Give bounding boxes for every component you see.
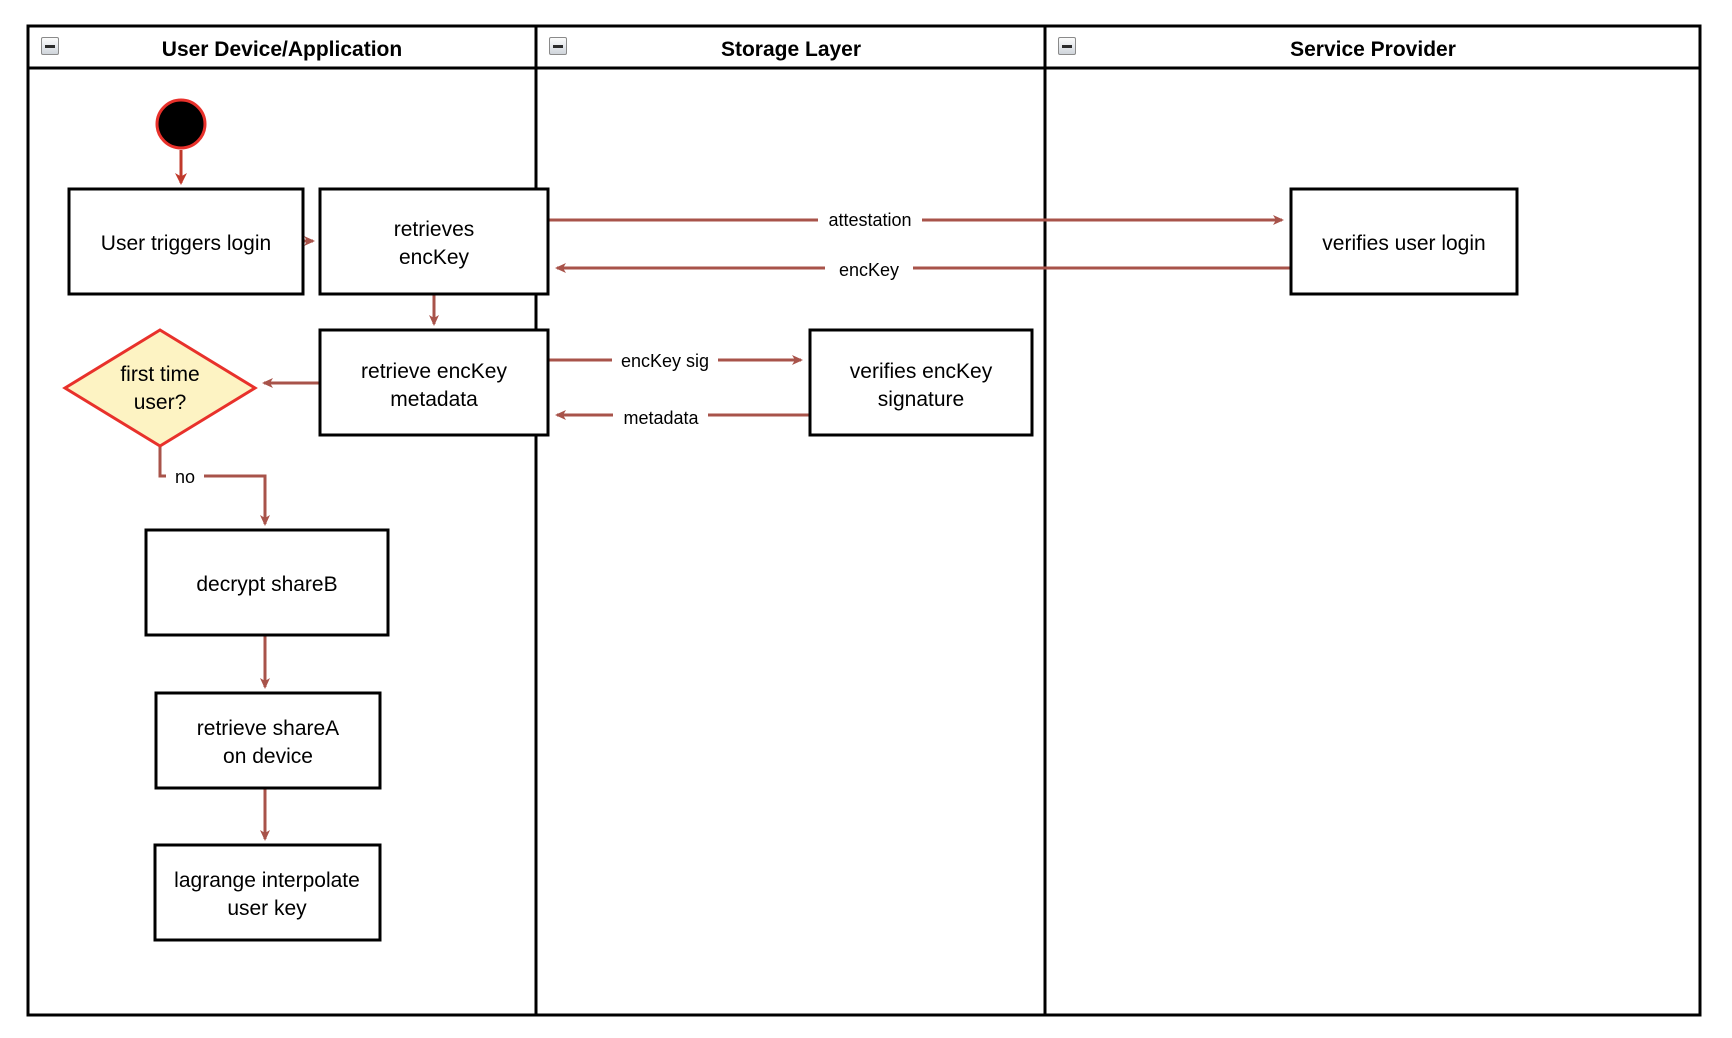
edge-label-metadata: metadata: [623, 408, 699, 428]
node-rect-verifies-enckey-signature: [808, 328, 1034, 437]
node-label-retrieve-sharea-line2: on device: [223, 745, 313, 768]
minus-glyph: [1062, 44, 1072, 48]
edge-label-attestation: attestation: [828, 210, 911, 230]
lane-body-storage: [534, 66, 1047, 1017]
edge-attestation: attestation: [548, 207, 1284, 233]
minus-glyph: [45, 44, 55, 48]
node-rect-retrieves-enckey: [318, 187, 550, 296]
node-label-verifies-user-login: verifies user login: [1322, 232, 1485, 255]
node-start[interactable]: [155, 98, 207, 150]
edge-label-bg-metadata: [613, 405, 708, 431]
edge-label-bg-enckey: [825, 257, 913, 283]
edge-label-bg-enckey-sig: [612, 348, 718, 374]
edge-enckey-sig: encKey sig: [548, 348, 803, 374]
node-first-time-user[interactable]: first time user?: [62, 328, 258, 448]
node-label-lagrange-line1: lagrange interpolate: [174, 869, 360, 892]
lane-title-storage: Storage Layer: [721, 38, 861, 61]
edge-metadata-back: metadata: [555, 405, 810, 431]
collapse-minus-icon-service-provider[interactable]: [1058, 37, 1076, 55]
node-label-first-time-user-line1: first time: [120, 363, 199, 386]
node-retrieve-sharea-on-device[interactable]: retrieve shareA on device: [154, 691, 382, 790]
edge-label-bg-no: [166, 464, 204, 488]
node-rect-retrieve-enckey-metadata: [318, 328, 550, 437]
collapse-minus-icon-storage[interactable]: [549, 37, 567, 55]
decision-shape-first-time-user: [62, 328, 258, 448]
node-label-user-triggers-login: User triggers login: [101, 232, 271, 255]
edge-label-enckey-sig: encKey sig: [621, 351, 709, 371]
node-rect-retrieve-sharea-on-device: [154, 691, 382, 790]
lane-header-service-provider: [1043, 24, 1702, 70]
lane-title-user-device: User Device/Application: [162, 38, 402, 61]
node-lagrange-interpolate-user-key[interactable]: lagrange interpolate user key: [153, 843, 382, 942]
node-label-first-time-user-line2: user?: [134, 391, 187, 414]
node-label-retrieve-enckey-metadata-line2: metadata: [390, 388, 478, 411]
node-verifies-user-login[interactable]: verifies user login: [1289, 187, 1519, 296]
edge-label-enckey: encKey: [839, 260, 899, 280]
initial-node-icon: [155, 98, 207, 150]
node-verifies-enckey-signature[interactable]: verifies encKey signature: [808, 328, 1034, 437]
lane-service-provider[interactable]: Service Provider: [1043, 24, 1702, 1017]
edge-label-no: no: [175, 467, 195, 487]
node-label-decrypt-shareb: decrypt shareB: [196, 573, 337, 596]
node-label-retrieves-enckey-line2: encKey: [399, 246, 470, 269]
node-label-retrieves-enckey-line1: retrieves: [394, 218, 475, 241]
node-retrieve-enckey-metadata[interactable]: retrieve encKey metadata: [318, 328, 550, 437]
node-label-retrieve-enckey-metadata-line1: retrieve encKey: [361, 360, 507, 383]
node-label-lagrange-line2: user key: [227, 897, 307, 920]
edge-enckey-back: encKey: [555, 257, 1291, 283]
node-label-verifies-enckey-sig-line2: signature: [878, 388, 964, 411]
node-rect-decrypt-shareb: [144, 528, 390, 637]
collapse-minus-icon-user-device[interactable]: [41, 37, 59, 55]
node-rect-lagrange-interpolate: [153, 843, 382, 942]
lane-title-service-provider: Service Provider: [1290, 38, 1456, 61]
node-retrieves-enckey[interactable]: retrieves encKey: [318, 187, 550, 296]
node-user-triggers-login[interactable]: User triggers login: [67, 187, 305, 296]
lane-storage[interactable]: Storage Layer: [534, 24, 1047, 1017]
node-rect-verifies-user-login: [1289, 187, 1519, 296]
lane-header-user-device: [26, 24, 538, 70]
minus-glyph: [553, 44, 563, 48]
edge-no: no: [158, 446, 270, 526]
node-rect-user-triggers-login: [67, 187, 305, 296]
node-decrypt-shareb[interactable]: decrypt shareB: [144, 528, 390, 637]
edge-label-bg-attestation: [818, 207, 922, 233]
node-label-verifies-enckey-sig-line1: verifies encKey: [850, 360, 993, 383]
node-label-retrieve-sharea-line1: retrieve shareA: [197, 717, 339, 740]
